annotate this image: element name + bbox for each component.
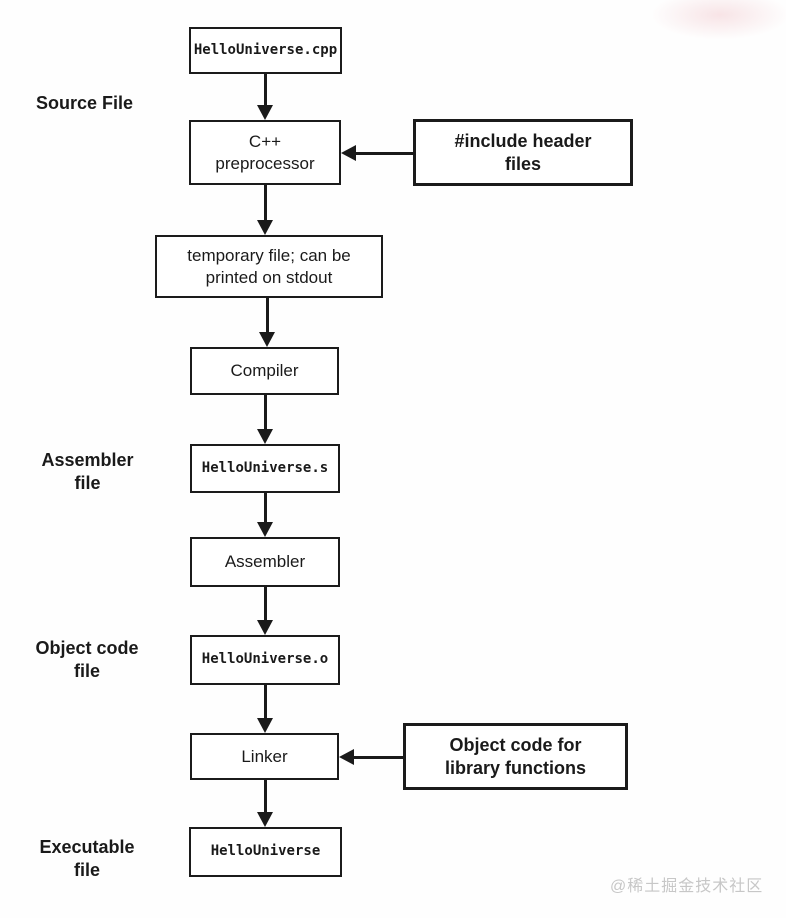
arrow-shaft (264, 587, 267, 623)
arrow-shaft (264, 780, 267, 815)
arrow-shaft (351, 756, 403, 759)
node-include-header-files: #include header files (413, 119, 633, 186)
arrow-compiler-to-asm-file (256, 395, 274, 444)
arrow-preprocessor-to-temp (256, 185, 274, 235)
side-label-object-code-file: Object code file (35, 638, 139, 682)
arrow-down-head (257, 718, 273, 733)
node-executable: HelloUniverse (189, 827, 342, 877)
side-label-executable-file: Executable file (39, 837, 135, 881)
node-assembler: Assembler (190, 537, 340, 587)
arrow-include-to-preprocessor (341, 144, 413, 162)
arrow-down-head (257, 105, 273, 120)
arrow-left-head (341, 145, 356, 161)
node-temporary-file: temporary file; can be printed on stdout (155, 235, 383, 298)
arrow-down-head (257, 429, 273, 444)
arrow-obj-file-to-linker (256, 685, 274, 733)
arrow-shaft (264, 74, 267, 108)
arrow-shaft (264, 493, 267, 525)
side-label-source-file: Source File (35, 93, 134, 113)
arrow-shaft (264, 685, 267, 721)
node-source-file-cpp: HelloUniverse.cpp (189, 27, 342, 74)
arrow-libobj-to-linker (339, 748, 403, 766)
arrow-shaft (353, 152, 413, 155)
pink-smudge-artifact (650, 0, 786, 40)
side-label-assembler-file: Assembler file (41, 450, 134, 494)
node-linker: Linker (190, 733, 339, 780)
node-object-file-o: HelloUniverse.o (190, 635, 340, 685)
node-assembler-file-s: HelloUniverse.s (190, 444, 340, 493)
arrow-down-head (257, 220, 273, 235)
node-cpp-preprocessor: C++ preprocessor (189, 120, 341, 185)
arrow-temp-to-compiler (258, 298, 276, 347)
node-compiler: Compiler (190, 347, 339, 395)
watermark-text: @稀土掘金技术社区 (610, 878, 764, 895)
arrow-shaft (264, 185, 267, 223)
arrow-assembler-to-obj-file (256, 587, 274, 635)
node-object-code-library-functions: Object code for library functions (403, 723, 628, 790)
arrow-cpp-to-preprocessor (256, 74, 274, 120)
arrow-down-head (259, 332, 275, 347)
arrow-down-head (257, 522, 273, 537)
arrow-linker-to-exe (256, 780, 274, 827)
arrow-shaft (264, 395, 267, 432)
arrow-down-head (257, 812, 273, 827)
arrow-asm-file-to-assembler (256, 493, 274, 537)
arrow-down-head (257, 620, 273, 635)
arrow-left-head (339, 749, 354, 765)
arrow-shaft (266, 298, 269, 335)
